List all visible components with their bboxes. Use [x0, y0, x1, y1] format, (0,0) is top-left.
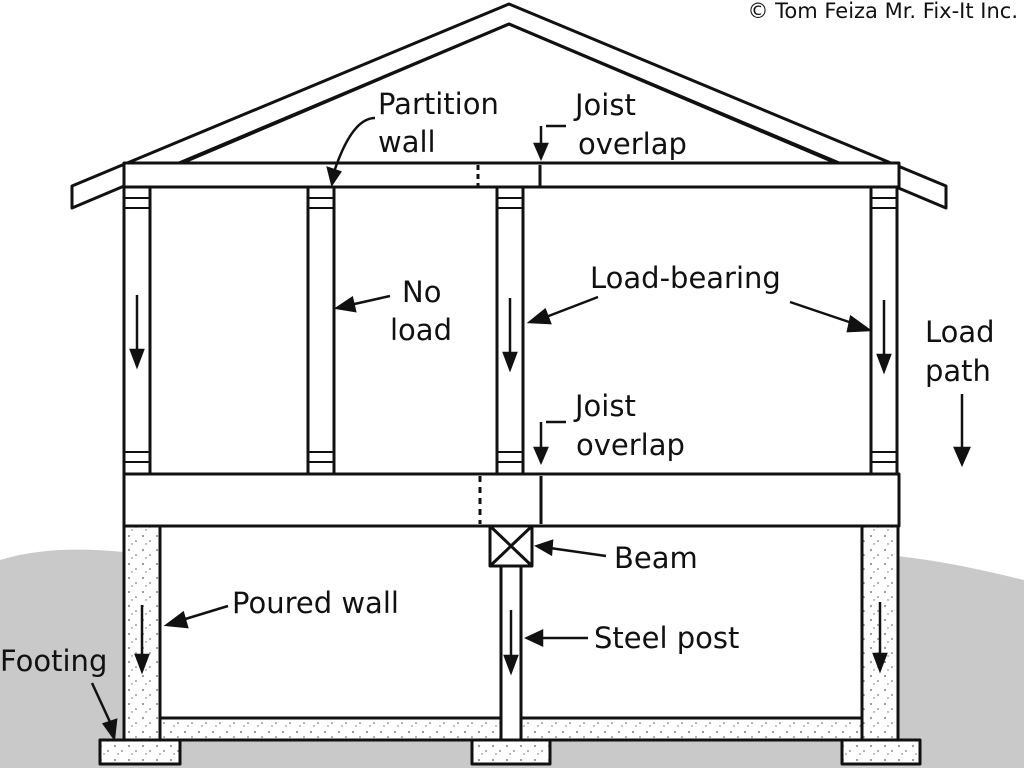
joist-overlap-lower-label: Joist overlap: [573, 389, 685, 462]
roof-gable-line-right: [508, 22, 837, 165]
down-arrow-icon: [872, 602, 888, 674]
roof-gable-line-left: [181, 22, 510, 165]
leader-arrow-icon: [326, 116, 376, 188]
poured-wall-label: Poured wall: [232, 586, 399, 620]
floor-joists: [122, 472, 901, 528]
leader-arrow-icon: [90, 682, 118, 742]
partition-wall: [306, 185, 336, 476]
footing-center: [470, 738, 552, 766]
down-arrow-icon: [134, 605, 150, 675]
leader-arrow-icon: [524, 629, 588, 647]
load-path-label: Load path: [925, 315, 1004, 388]
load-bearing-label: Load-bearing: [590, 261, 781, 295]
leader-arrow-icon: [163, 604, 229, 629]
leader-arrow-icon: [533, 420, 566, 466]
leader-arrow-icon: [789, 300, 873, 333]
ground-left: [0, 549, 124, 740]
steel-post-label: Steel post: [594, 621, 739, 655]
copyright-text: © Tom Feiza Mr. Fix-It Inc.: [747, 0, 1018, 23]
down-arrow-icon: [129, 295, 145, 370]
footing-label: Footing: [0, 644, 107, 678]
footing-right: [840, 738, 922, 766]
leader-arrow-icon: [526, 295, 599, 325]
no-load-label: No load: [390, 275, 452, 347]
leader-arrow-icon: [333, 294, 391, 313]
load-path-arrow-icon: [953, 394, 971, 468]
footing-left: [98, 738, 182, 766]
beam-label: Beam: [614, 541, 698, 575]
joist-overlap-upper-label: Joist overlap: [573, 88, 687, 161]
roof: [70, 2, 948, 210]
leader-arrow-icon: [533, 539, 607, 558]
down-arrow-icon: [876, 300, 892, 375]
down-arrow-icon: [503, 610, 519, 676]
partition-wall-label: Partition wall: [378, 87, 508, 159]
down-arrow-icon: [502, 298, 518, 373]
ground-right: [897, 556, 1024, 740]
leader-arrow-icon: [533, 124, 566, 162]
ceiling-joists: [122, 161, 901, 189]
